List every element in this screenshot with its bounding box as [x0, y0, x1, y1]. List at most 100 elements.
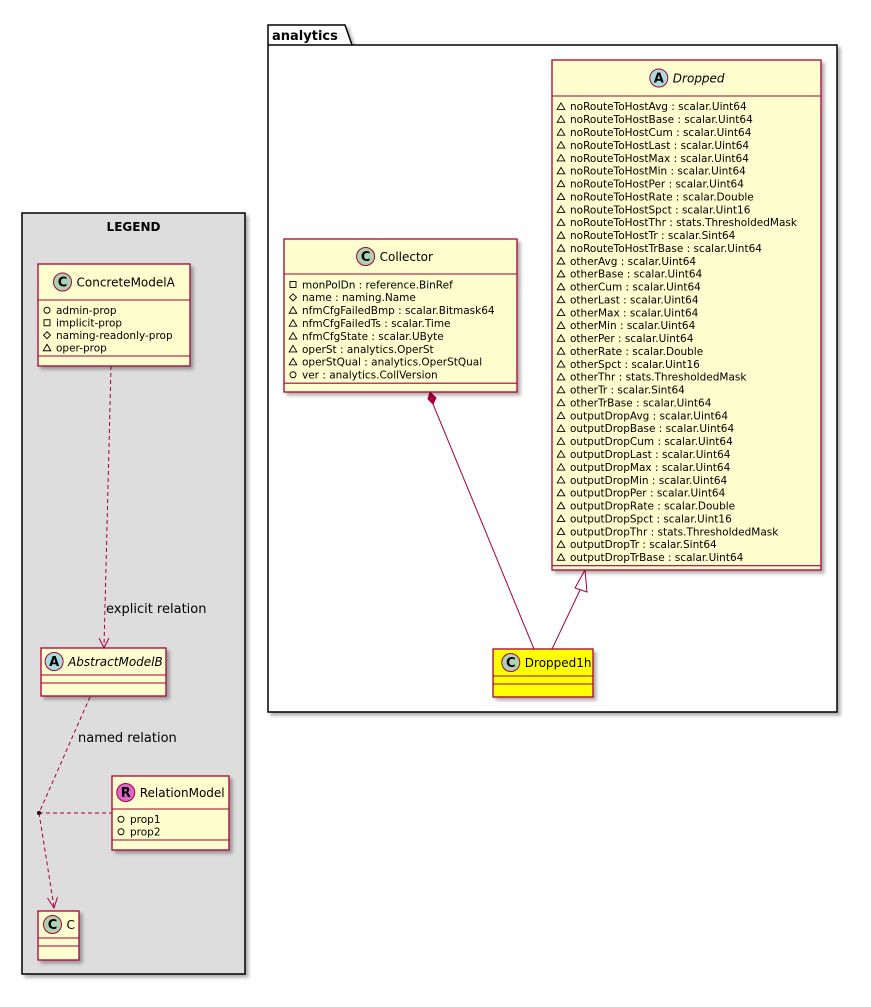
member: otherAvg : scalar.Uint64 — [570, 256, 696, 268]
member: outputDropMax : scalar.Uint64 — [570, 462, 731, 474]
member: oper-prop — [56, 343, 107, 355]
svg-text:C: C — [48, 918, 58, 933]
svg-text:A: A — [49, 655, 59, 670]
member: outputDropLast : scalar.Uint64 — [570, 449, 731, 461]
visibility-package-icon — [556, 140, 566, 149]
member: otherTr : scalar.Sint64 — [570, 385, 685, 397]
visibility-package-icon — [288, 331, 298, 340]
dropped-class-title: Dropped — [673, 72, 725, 86]
visibility-protected-icon — [288, 293, 298, 302]
visibility-package-icon — [556, 153, 566, 162]
member: prop1 — [130, 814, 161, 826]
collector-class-title: Collector — [380, 250, 433, 264]
dropped1h-class-stereotype-icon: C — [501, 653, 521, 672]
named-relation-label: named relation — [78, 731, 177, 746]
concrete-model-class-title: ConcreteModelA — [77, 276, 176, 290]
visibility-package-icon — [288, 344, 298, 353]
member: outputDropBase : scalar.Uint64 — [570, 423, 734, 435]
c-class-stereotype-icon: C — [43, 915, 62, 934]
c-relation-line — [38, 812, 55, 908]
abstract-model-class-title: AbstractModelB — [67, 655, 163, 669]
visibility-private-icon — [289, 281, 297, 288]
member: otherMin : scalar.Uint64 — [570, 320, 696, 332]
visibility-package-icon — [42, 343, 52, 352]
member: name : naming.Name — [302, 292, 416, 304]
member: otherRate : scalar.Double — [570, 346, 703, 358]
visibility-public-icon — [117, 815, 125, 823]
relation-model-class-title: RelationModel — [140, 786, 225, 800]
composition-diamond — [427, 391, 437, 405]
member: monPolDn : reference.BinRef — [302, 279, 453, 291]
member: otherSpct : scalar.Uint16 — [570, 359, 700, 371]
visibility-package-icon — [556, 333, 566, 342]
member: otherCum : scalar.Uint64 — [570, 282, 701, 294]
visibility-package-icon — [556, 230, 566, 239]
visibility-package-icon — [556, 256, 566, 265]
visibility-package-icon — [556, 127, 566, 136]
visibility-package-icon — [556, 243, 566, 252]
visibility-package-icon — [556, 346, 566, 355]
member: outputDropThr : stats.ThresholdedMask — [570, 526, 779, 538]
member: implicit-prop — [56, 318, 122, 330]
visibility-package-icon — [556, 488, 566, 497]
inheritance-line — [551, 587, 582, 650]
package-name: analytics — [272, 29, 338, 44]
composition-line — [432, 403, 535, 650]
member: noRouteToHostTr : scalar.Sint64 — [570, 230, 736, 242]
member: noRouteToHostTrBase : scalar.Uint64 — [570, 243, 762, 255]
inheritance-arrowhead — [574, 568, 588, 593]
member: outputDropTrBase : scalar.Uint64 — [570, 552, 744, 564]
visibility-package-icon — [556, 192, 566, 201]
visibility-public-icon — [289, 371, 297, 379]
member: nfmCfgFailedTs : scalar.Time — [302, 318, 451, 330]
explicit-relation-line — [103, 365, 112, 648]
member: otherThr : stats.ThresholdedMask — [570, 372, 747, 384]
member: outputDropSpct : scalar.Uint16 — [570, 513, 732, 525]
member: nfmCfgState : scalar.UByte — [302, 331, 444, 343]
visibility-package-icon — [556, 475, 566, 484]
visibility-package-icon — [556, 552, 566, 561]
visibility-package-icon — [556, 514, 566, 523]
svg-text:C: C — [361, 250, 371, 265]
svg-text:A: A — [654, 72, 664, 87]
member: operStQual : analytics.OperStQual — [302, 357, 482, 369]
visibility-package-icon — [556, 282, 566, 291]
svg-text:C: C — [58, 276, 68, 291]
visibility-package-icon — [556, 217, 566, 226]
visibility-package-icon — [556, 539, 566, 548]
visibility-package-icon — [556, 449, 566, 458]
svg-text:R: R — [121, 786, 131, 801]
visibility-package-icon — [556, 424, 566, 432]
abstract-model-class[interactable]: A AbstractModelB — [40, 647, 167, 697]
visibility-package-icon — [556, 372, 566, 381]
member: nfmCfgFailedBmp : scalar.Bitmask64 — [302, 305, 495, 317]
visibility-public-icon — [117, 828, 125, 836]
member: outputDropRate : scalar.Double — [570, 501, 735, 513]
visibility-package-icon — [556, 411, 566, 420]
member: noRouteToHostMax : scalar.Uint64 — [570, 153, 749, 165]
member: otherLast : scalar.Uint64 — [570, 294, 699, 306]
visibility-package-icon — [288, 305, 298, 314]
c-class-title: C — [67, 918, 75, 932]
abstract-model-class-stereotype-icon: A — [44, 652, 64, 671]
collector-class[interactable]: C Collector monPolDn : reference.BinRefnam… — [283, 238, 518, 393]
member: noRouteToHostLast : scalar.Uint64 — [570, 140, 749, 152]
member: noRouteToHostMin : scalar.Uint64 — [570, 166, 746, 178]
visibility-package-icon — [556, 114, 566, 123]
member: otherTrBase : scalar.Uint64 — [570, 397, 712, 409]
member: outputDropMin : scalar.Uint64 — [570, 475, 728, 487]
member: noRouteToHostRate : scalar.Double — [570, 191, 754, 203]
visibility-package-icon — [556, 166, 566, 175]
member: naming-readonly-prop — [56, 330, 173, 342]
member: outputDropAvg : scalar.Uint64 — [570, 410, 728, 422]
visibility-public-icon — [43, 306, 51, 314]
named-relation-line — [38, 696, 91, 814]
visibility-package-icon — [556, 359, 566, 368]
visibility-package-icon — [556, 501, 566, 510]
